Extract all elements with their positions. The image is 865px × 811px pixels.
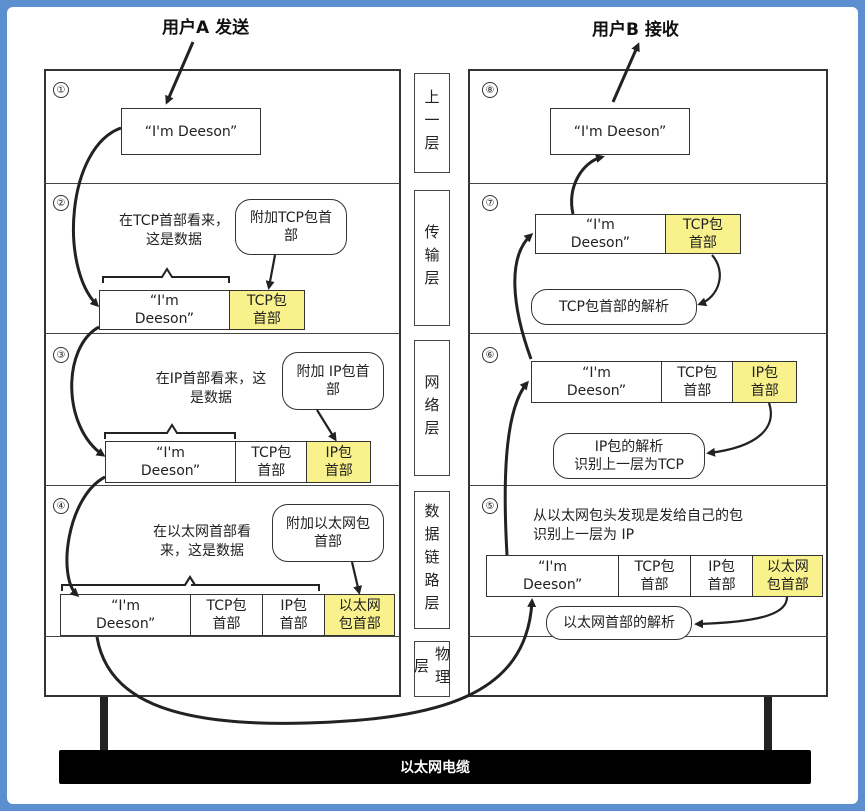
right-separator xyxy=(468,333,828,334)
pointer-eth xyxy=(350,561,363,595)
ip-header-cell: IP包首部 xyxy=(733,362,796,402)
ip-header-cell: IP包首部 xyxy=(263,595,326,635)
step-5-marker: ⑤ xyxy=(482,498,498,514)
pointer-tcp xyxy=(265,254,277,290)
ethernet-cable: 以太网电缆 xyxy=(59,750,811,784)
tcp-parse-bubble: TCP包首部的解析 xyxy=(531,289,697,325)
layer-label-upper: 上一层 xyxy=(414,73,450,173)
left-separator xyxy=(44,485,401,486)
diagram-frame: 用户A 发送 用户B 接收 上一层 传输层 网络层 数据链路层 物理层 ① ② … xyxy=(7,7,858,804)
arrow-physical xyxy=(95,598,537,725)
tcp-note: 在TCP首部看来，这是数据 xyxy=(119,213,229,248)
brace-tcp xyxy=(102,267,230,283)
tcp-header-cell: TCP包首部 xyxy=(229,291,304,329)
cable-post-right xyxy=(764,697,772,753)
layer-label-network: 网络层 xyxy=(414,340,450,476)
right-separator xyxy=(468,485,828,486)
eth-header-cell: 以太网包首部 xyxy=(753,556,822,596)
arrow-up-1 xyxy=(503,380,529,556)
left-separator xyxy=(44,636,401,637)
arrow-down-1 xyxy=(72,126,122,308)
layer-label-physical: 物理层 xyxy=(412,641,451,697)
pointer-eth-parse xyxy=(694,596,789,629)
cable-post-left xyxy=(100,697,108,753)
arrow-up-2 xyxy=(513,232,534,360)
eth-note: 在以太网首部看来，这是数据 xyxy=(153,524,251,559)
tcp-header-cell: TCP包首部 xyxy=(191,595,263,635)
pointer-ip xyxy=(316,409,337,442)
add-eth-header-bubble: 附加以太网包首部 xyxy=(272,504,384,562)
step-3-marker: ③ xyxy=(53,347,69,363)
ip-header-cell: IP包首部 xyxy=(691,556,754,596)
step-2-marker: ② xyxy=(53,195,69,211)
ip-parse-bubble: IP包的解析识别上一层为TCP xyxy=(553,433,705,479)
pointer-ip-parse xyxy=(706,402,772,457)
ip-header-cell: IP包首部 xyxy=(307,442,370,482)
step-1-marker: ① xyxy=(53,82,69,98)
arrow-down-3 xyxy=(65,475,106,598)
layer-label-datalink: 数据链路层 xyxy=(414,491,450,629)
step-6-marker: ⑥ xyxy=(482,347,498,363)
arrow-down-2 xyxy=(70,325,106,457)
brace-eth-full xyxy=(61,575,320,591)
flow-arrows xyxy=(61,41,789,725)
eth-header-cell: 以太网包首部 xyxy=(325,595,394,635)
tcp-header-cell: TCP包首部 xyxy=(619,556,691,596)
add-tcp-header-bubble: 附加TCP包首部 xyxy=(235,199,347,255)
step-8-marker: ⑧ xyxy=(482,82,498,98)
sender-title: 用户A 发送 xyxy=(162,18,250,38)
layer-label-transport: 传输层 xyxy=(414,190,450,326)
step-7-marker: ⑦ xyxy=(482,195,498,211)
eth-parse-bubble: 以太网首部的解析 xyxy=(546,606,692,640)
left-separator xyxy=(44,333,401,334)
arrow-user-a xyxy=(165,41,195,105)
arrow-up-3 xyxy=(570,154,605,215)
brace-ip xyxy=(104,423,236,439)
step-4-marker: ④ xyxy=(53,498,69,514)
ip-note: 在IP首部看来，这是数据 xyxy=(155,371,267,406)
tcp-header-cell: TCP包首部 xyxy=(236,442,308,482)
receiver-title: 用户B 接收 xyxy=(592,20,679,40)
receiver-data-box: “I'm Deeson” xyxy=(550,108,690,155)
sender-data-box: “I'm Deeson” xyxy=(121,108,261,155)
left-separator xyxy=(44,183,401,184)
right-separator xyxy=(468,183,828,184)
tcp-header-cell: TCP包首部 xyxy=(662,362,734,402)
pointer-tcp-parse xyxy=(697,254,721,307)
add-ip-header-bubble: 附加 IP包首部 xyxy=(282,352,384,410)
arrow-user-b xyxy=(611,42,640,103)
tcp-header-cell: TCP包首部 xyxy=(665,215,740,253)
eth-recv-note: 从以太网包头发现是发给自己的包识别上一层为 IP xyxy=(533,508,743,543)
